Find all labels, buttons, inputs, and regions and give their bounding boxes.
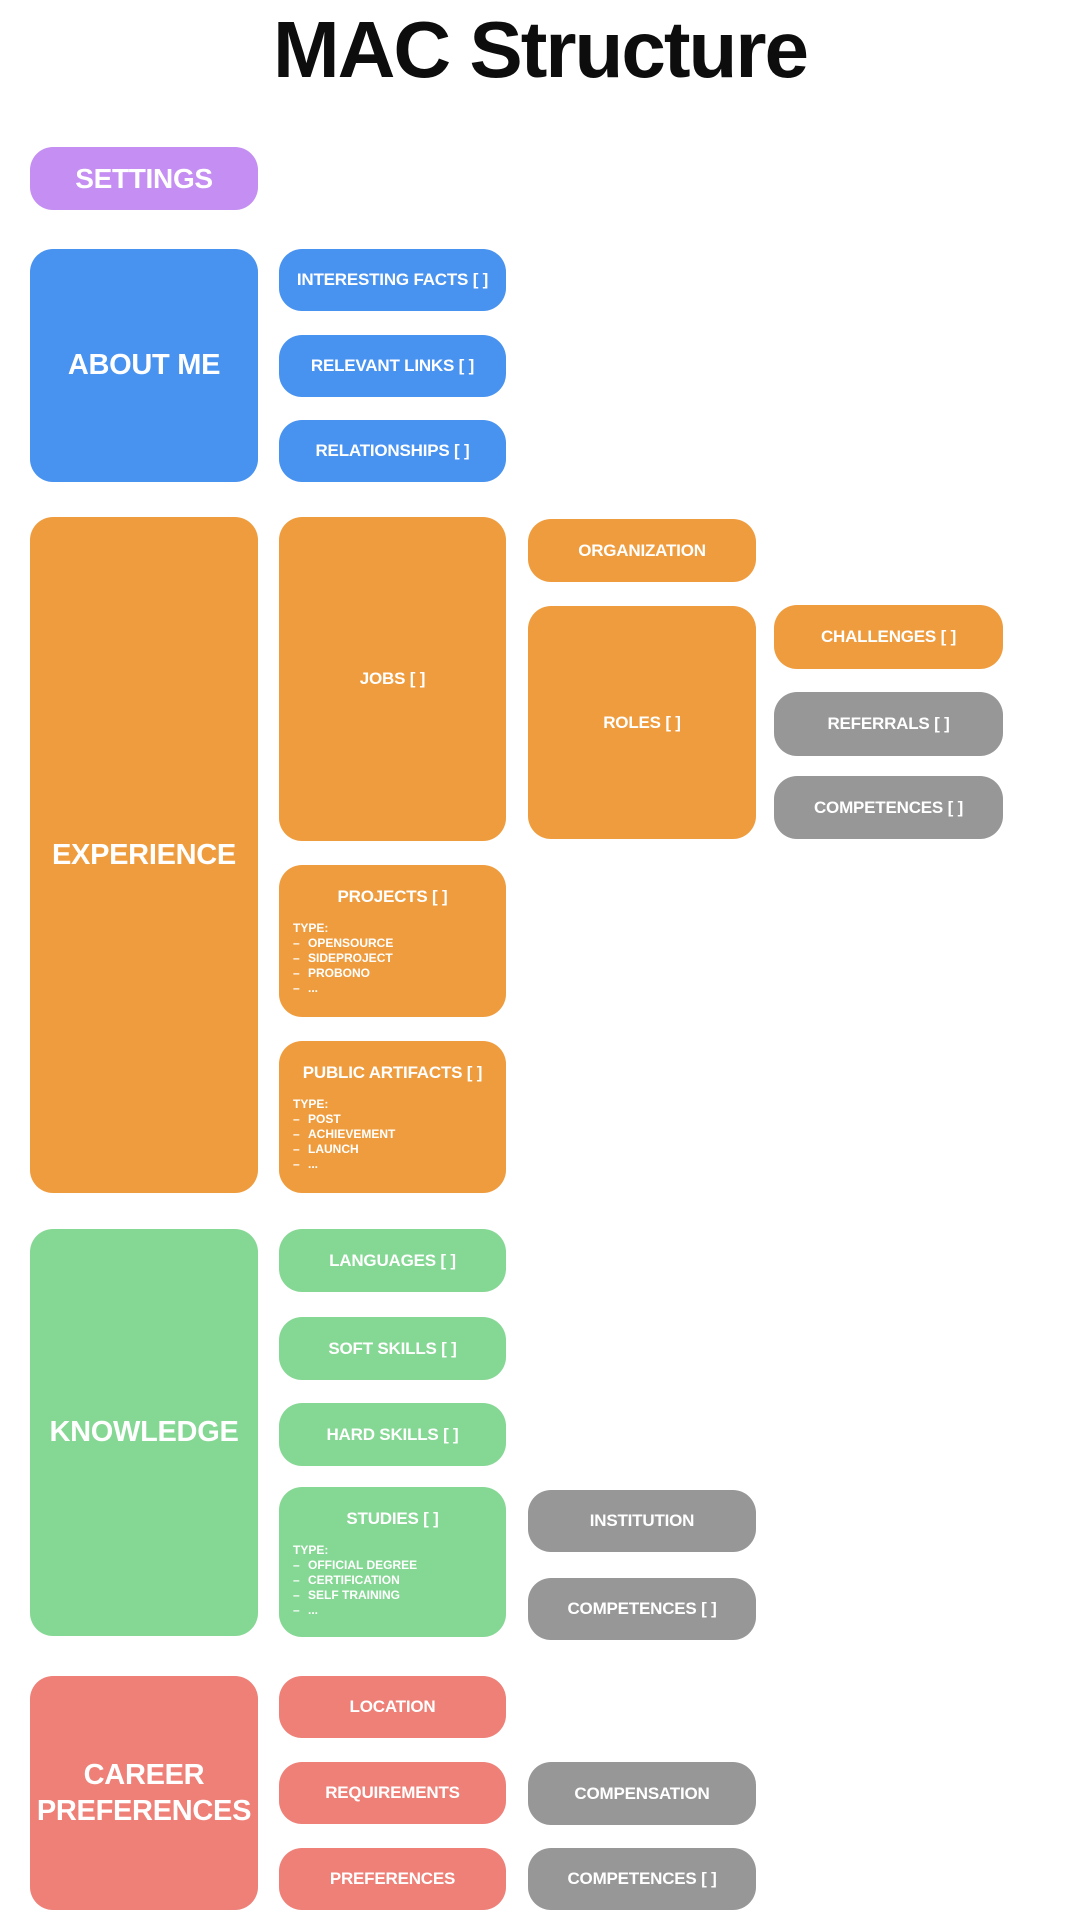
type-item: –SELF TRAINING [293,1588,400,1602]
page-title: MAC Structure [272,5,809,94]
preferences-node: PREFERENCES [279,1848,506,1910]
roles-label: ROLES [ ] [603,712,681,732]
public-artifacts-type-label: TYPE: [293,1097,329,1111]
about-me-label: ABOUT ME [67,349,221,382]
projects-type-label: TYPE: [293,921,329,935]
relevant-links-node: RELEVANT LINKS [ ] [279,335,506,397]
type-item: –LAUNCH [293,1142,359,1156]
type-item: –SIDEPROJECT [293,951,393,965]
roles-node: ROLES [ ] [528,606,756,839]
knowledge-node: KNOWLEDGE [30,1229,258,1636]
challenges-label: CHALLENGES [ ] [820,627,957,646]
projects-node: PROJECTS [ ] TYPE: –OPENSOURCE –SIDEPROJ… [279,865,506,1017]
experience-node: EXPERIENCE [30,517,258,1193]
studies-competences-label: COMPETENCES [ ] [567,1599,717,1618]
type-item: –OFFICIAL DEGREE [293,1558,418,1572]
experience-label: EXPERIENCE [52,838,236,871]
type-item: –POST [293,1112,341,1126]
hard-skills-node: HARD SKILLS [ ] [279,1403,506,1466]
type-item: –CERTIFICATION [293,1573,400,1587]
requirements-label: REQUIREMENTS [325,1783,460,1802]
career-competences-label: COMPETENCES [ ] [567,1869,717,1888]
interesting-facts-label: INTERESTING FACTS [ ] [296,270,489,289]
career-preferences-label: CAREER PREFERENCES [36,1758,252,1827]
languages-label: LANGUAGES [ ] [329,1250,456,1270]
career-competences-node: COMPETENCES [ ] [528,1848,756,1910]
relationships-node: RELATIONSHIPS [ ] [279,420,506,482]
institution-node: INSTITUTION [528,1490,756,1552]
referrals-node: REFERRALS [ ] [774,692,1003,756]
location-label: LOCATION [349,1697,436,1716]
location-node: LOCATION [279,1676,506,1738]
challenges-node: CHALLENGES [ ] [774,605,1003,669]
studies-type-label: TYPE: [293,1543,329,1557]
hard-skills-label: HARD SKILLS [ ] [326,1424,459,1444]
interesting-facts-node: INTERESTING FACTS [ ] [279,249,506,311]
compensation-node: COMPENSATION [528,1762,756,1825]
type-item: –... [293,981,319,995]
roles-competences-node: COMPETENCES [ ] [774,776,1003,839]
studies-competences-node: COMPETENCES [ ] [528,1578,756,1640]
relevant-links-label: RELEVANT LINKS [ ] [310,356,475,375]
knowledge-label: KNOWLEDGE [49,1416,239,1449]
soft-skills-label: SOFT SKILLS [ ] [328,1338,457,1358]
public-artifacts-label: PUBLIC ARTIFACTS [ ] [302,1063,483,1082]
studies-label: STUDIES [ ] [346,1509,439,1528]
about-me-node: ABOUT ME [30,249,258,482]
institution-label: INSTITUTION [589,1511,695,1530]
career-preferences-node: CAREER PREFERENCES [30,1676,258,1910]
type-item: –PROBONO [293,966,371,980]
projects-label: PROJECTS [ ] [337,887,448,906]
type-item: –ACHIEVEMENT [293,1127,396,1141]
type-item: –... [293,1157,319,1171]
languages-node: LANGUAGES [ ] [279,1229,506,1292]
type-item: –... [293,1603,319,1617]
studies-node: STUDIES [ ] TYPE: –OFFICIAL DEGREE –CERT… [279,1487,506,1637]
public-artifacts-node: PUBLIC ARTIFACTS [ ] TYPE: –POST –ACHIEV… [279,1041,506,1193]
type-item: –OPENSOURCE [293,936,394,950]
soft-skills-node: SOFT SKILLS [ ] [279,1317,506,1380]
roles-competences-label: COMPETENCES [ ] [813,797,964,817]
jobs-label: JOBS [ ] [359,669,426,688]
organization-node: ORGANIZATION [528,519,756,582]
referrals-label: REFERRALS [ ] [827,714,950,733]
settings-node: SETTINGS [30,147,258,210]
requirements-node: REQUIREMENTS [279,1762,506,1824]
preferences-label: PREFERENCES [329,1869,456,1888]
compensation-label: COMPENSATION [574,1783,710,1803]
jobs-node: JOBS [ ] [279,517,506,841]
organization-label: ORGANIZATION [578,540,706,560]
relationships-label: RELATIONSHIPS [ ] [315,441,470,460]
settings-label: SETTINGS [75,163,213,194]
